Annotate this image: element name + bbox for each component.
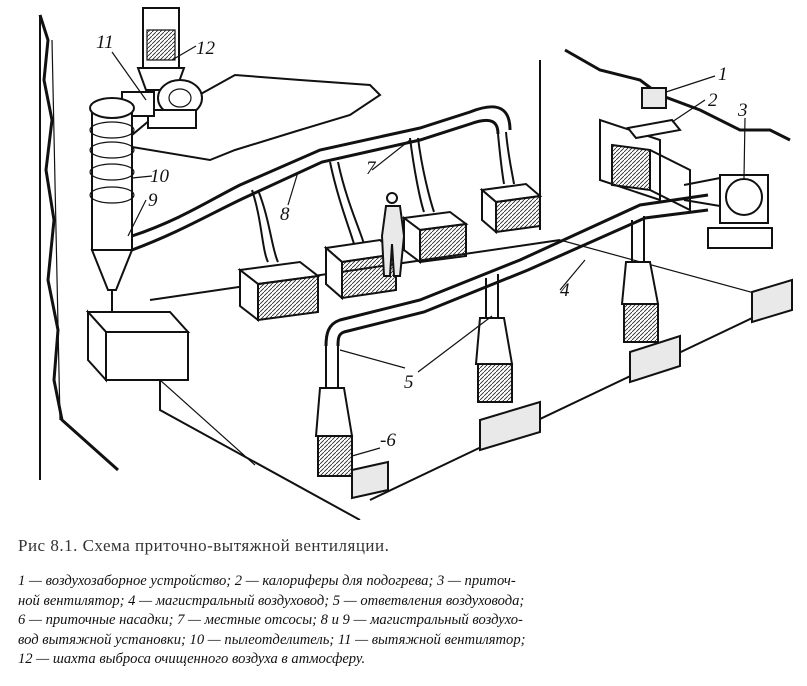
callout-4: 4 [560,280,570,301]
legend-line: 6 — приточные насадки; 7 — местные отсос… [18,612,523,628]
callout-5: 5 [404,372,414,393]
exhaust-main-duct [131,105,512,252]
legend-line: вод вытяжной установки; 10 — пылеотделит… [18,631,526,648]
floor-outline [149,239,791,520]
callout-leaders [111,45,746,457]
ventilation-scheme-drawing: 1 2 3 4 5 -6 7 8 9 10 11 12 [38,7,793,520]
supply-fan [683,174,773,249]
callout-8: 8 [280,204,290,225]
intake-and-heaters [611,87,691,212]
dust-bin [85,309,191,383]
worker-figure [380,192,406,277]
local-exhaust-drops [251,131,515,263]
callout-9: 9 [148,190,158,211]
callout-6: -6 [380,430,396,451]
callout-7: 7 [366,158,377,179]
supply-nozzles [314,261,660,477]
partition-blocks [351,278,793,500]
figure-legend: 1 — воздухозаборное устройство; 2 — кало… [18,572,800,670]
callout-3: 3 [737,100,748,121]
callout-12: 12 [196,38,216,59]
exhaust-shaft [136,7,186,91]
legend-line: 1 — воздухозаборное устройство; 2 — кало… [18,573,516,589]
dust-separator [89,97,135,320]
callout-2: 2 [708,90,718,111]
supply-main-duct [324,193,709,347]
callout-11: 11 [96,32,114,53]
exhaust-fan [121,79,203,129]
left-wall [38,14,119,480]
callout-1: 1 [718,64,728,85]
callout-labels: 1 2 3 4 5 -6 7 8 9 10 11 12 [96,32,748,451]
callout-10: 10 [150,166,170,187]
supply-branches [325,216,645,388]
figure-caption: Рис 8.1. Схема приточно-вытяжной вентиля… [18,536,390,555]
legend-line: ной вентилятор; 4 — магистральный воздух… [18,592,525,609]
legend-line: 12 — шахта выброса очищенного воздуха в … [18,651,366,667]
